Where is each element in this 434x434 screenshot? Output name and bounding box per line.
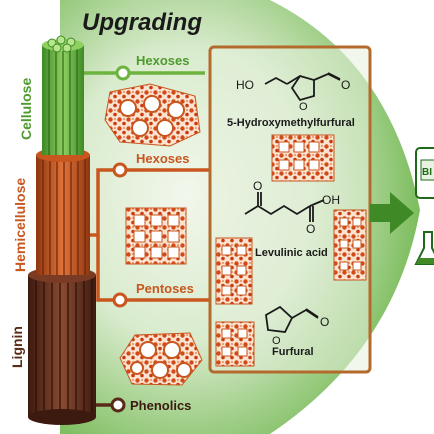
- levulinic-label: Levulinic acid: [255, 247, 328, 259]
- levulinic-o-acid: O: [306, 222, 315, 236]
- node-phenolics: [110, 397, 126, 413]
- branch-label-hexoses-cellulose: Hexoses: [136, 53, 189, 68]
- levulinic-structure: [244, 192, 325, 222]
- catalyst-cluster-cellulose: [104, 83, 201, 147]
- edge-label: BI: [422, 167, 432, 178]
- furfural-aldehyde-o: O: [320, 315, 329, 329]
- catalyst-cluster-box-bottom: [215, 321, 255, 367]
- hmf-ring-o-atom: O: [299, 101, 308, 113]
- catalyst-cluster-box-top: [271, 134, 335, 182]
- lignin-segment: [28, 267, 96, 425]
- hmf-structure: [264, 72, 341, 102]
- hmf-aldehyde-o-atom: O: [341, 78, 350, 92]
- levulinic-o-ketone: O: [253, 179, 262, 193]
- biomass-fiber-bundle: [28, 35, 96, 425]
- hmf-label: 5-Hydroxymethylfurfural: [227, 117, 355, 129]
- hemicellulose-label: Hemicellulose: [12, 178, 28, 272]
- branch-label-pentoses: Pentoses: [136, 281, 194, 296]
- title: Upgrading: [82, 9, 202, 36]
- catalyst-cluster-box-right: [333, 209, 367, 281]
- branch-label-phenolics: Phenolics: [130, 398, 191, 413]
- cellulose-label: Cellulose: [18, 78, 34, 140]
- catalyst-cluster-hemicellulose: [125, 207, 187, 265]
- lignin-label: Lignin: [9, 326, 25, 368]
- flask-icon: [414, 231, 434, 265]
- branch-label-hexoses-hemicellulose: Hexoses: [136, 151, 189, 166]
- levulinic-oh: OH: [322, 193, 340, 207]
- node-pentoses: [112, 292, 128, 308]
- furfural-label: Furfural: [272, 346, 314, 358]
- output-arrow: [370, 192, 414, 234]
- furfural-structure: [265, 305, 319, 333]
- node-hexoses-cellulose: [115, 65, 131, 81]
- node-hexoses-hemicellulose: [112, 162, 128, 178]
- branch-connectors: [84, 71, 210, 407]
- device-icon: [415, 147, 434, 199]
- catalyst-cluster-box-left: [215, 237, 253, 305]
- furfural-ring-o: O: [272, 335, 281, 347]
- hmf-ho-atom: HO: [236, 78, 254, 92]
- catalyst-cluster-pentoses: [119, 332, 203, 386]
- hemicellulose-segment: [36, 148, 90, 275]
- cellulose-segment: [42, 35, 84, 155]
